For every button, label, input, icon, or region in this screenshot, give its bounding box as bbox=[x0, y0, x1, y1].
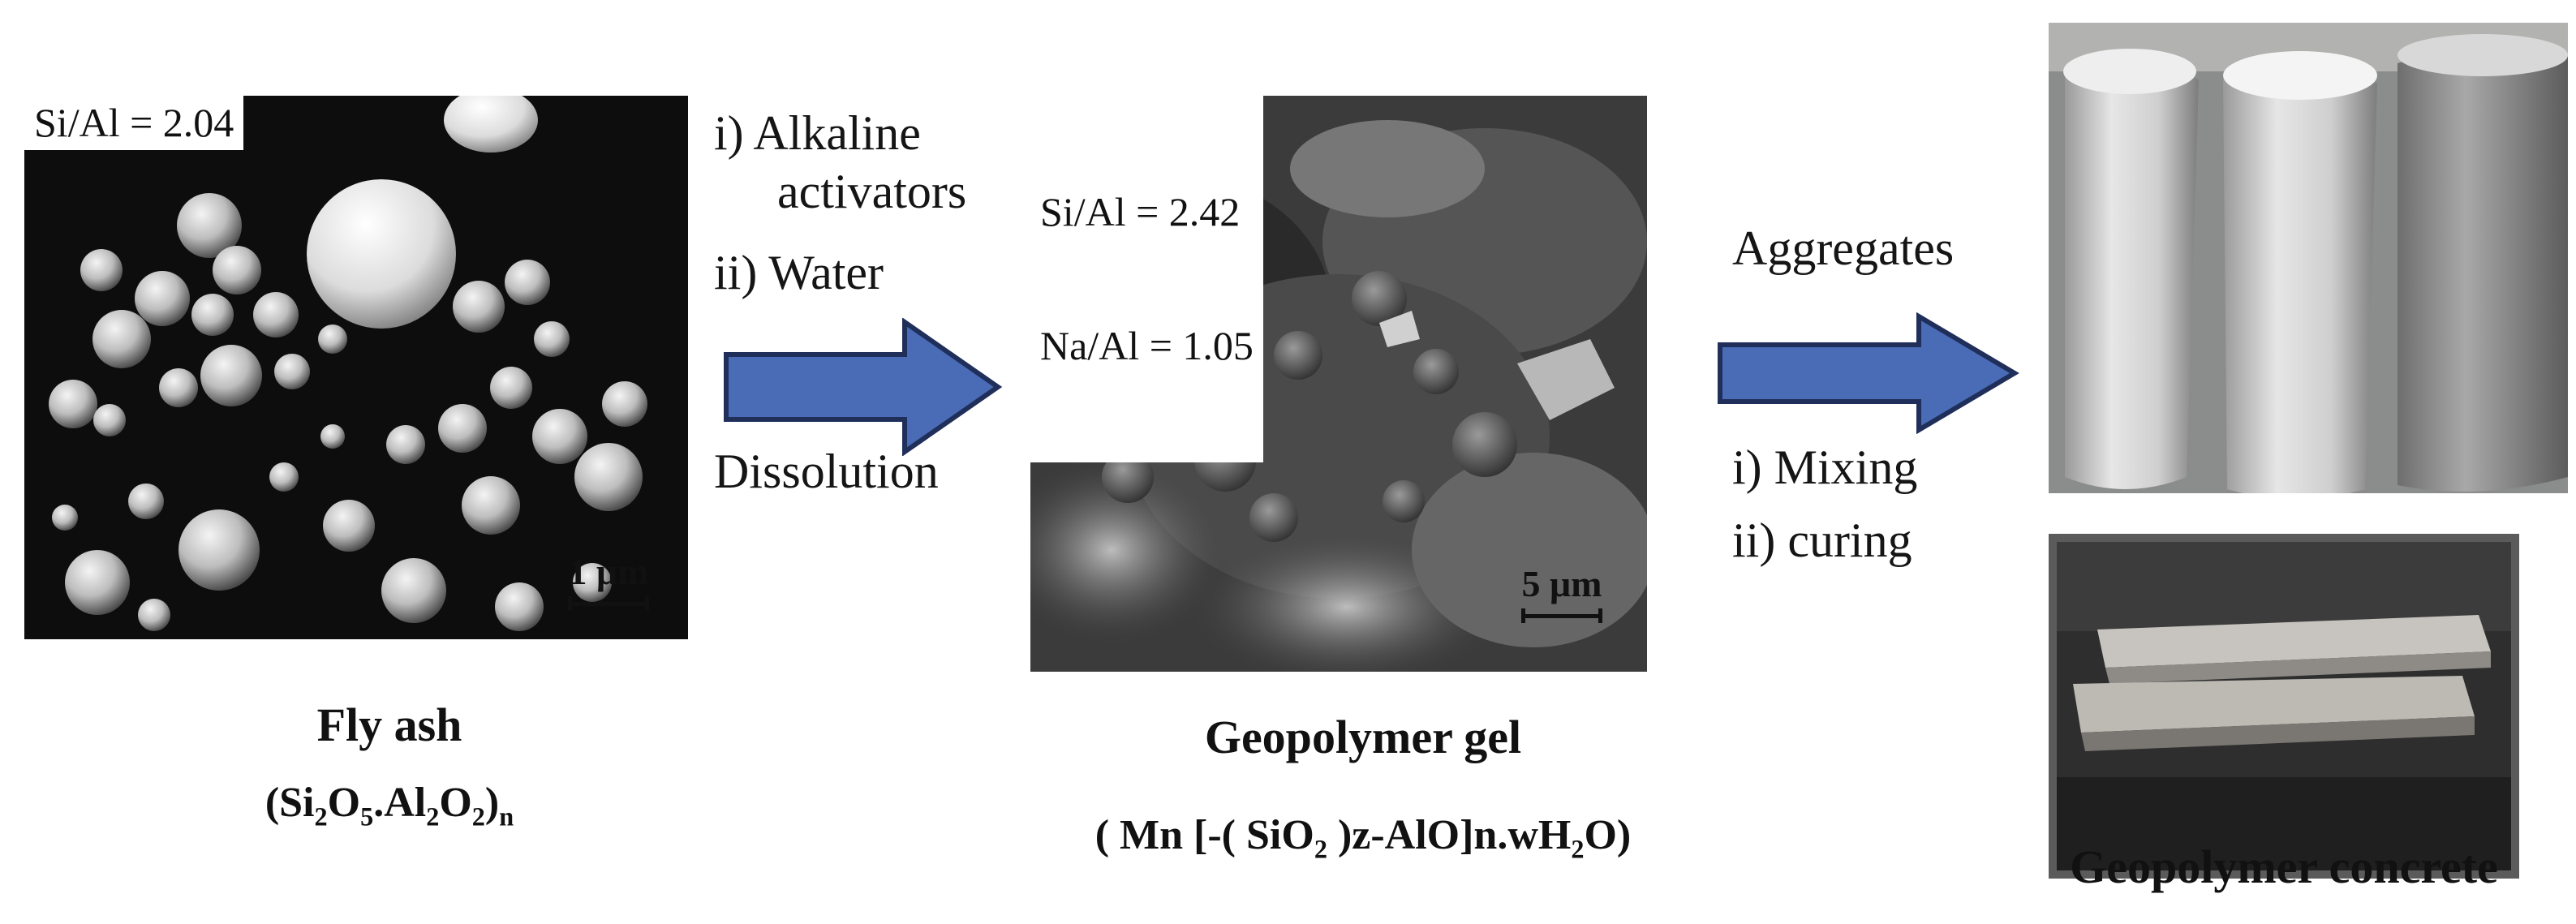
fly-ash-sem-image: Si/Al = 2.04 1 μm bbox=[24, 96, 688, 639]
step1-line-1: i) Alkaline bbox=[714, 106, 921, 160]
step1-line-3: ii) Water bbox=[714, 246, 884, 299]
step2-line-1: i) Mixing bbox=[1732, 441, 1918, 494]
fly-ash-si-al-ratio: Si/Al = 2.04 bbox=[24, 96, 244, 150]
geopolymer-gel-caption: Geopolymer gel bbox=[1204, 711, 1522, 763]
gel-scale-label: 5 μm bbox=[1521, 563, 1602, 604]
fly-ash-scale-label: 1 μm bbox=[568, 551, 649, 592]
geopolymer-gel-sem-image: Si/Al = 2.42 Na/Al = 1.05 5 μm bbox=[1030, 96, 1647, 672]
geopolymer-concrete-caption: Geopolymer concrete bbox=[2070, 840, 2498, 893]
cylinders-graphic bbox=[2049, 23, 2568, 493]
step1-below-label: Dissolution bbox=[714, 445, 939, 498]
scale-bar-icon bbox=[568, 596, 649, 611]
step2-above-label: Aggregates bbox=[1732, 221, 1955, 275]
gel-na-al-ratio: Na/Al = 1.05 bbox=[1040, 323, 1254, 368]
geopolymer-gel-formula: ( Mn [-( SiO2 )z-AlO]n.wH2O) bbox=[1094, 812, 1632, 864]
fly-ash-particles-graphic bbox=[24, 96, 688, 639]
mixing-arrow-icon bbox=[1718, 312, 2019, 434]
beams-graphic bbox=[2049, 534, 2519, 879]
fly-ash-scale-bar: 1 μm bbox=[552, 550, 665, 611]
fly-ash-caption: Fly ash bbox=[316, 698, 462, 751]
scale-bar-icon bbox=[1521, 608, 1602, 623]
step2-line-2: ii) curing bbox=[1732, 514, 1912, 567]
gel-si-al-ratio: Si/Al = 2.42 bbox=[1040, 189, 1241, 234]
gel-scale-bar: 5 μm bbox=[1501, 562, 1623, 623]
concrete-cylinders-photo bbox=[2049, 23, 2568, 493]
step1-line-2: activators bbox=[777, 165, 967, 218]
fly-ash-formula: (Si2O5.Al2O2)n bbox=[264, 780, 514, 832]
gel-ratio-labels: Si/Al = 2.42 Na/Al = 1.05 bbox=[1030, 96, 1263, 462]
concrete-beams-photo bbox=[2049, 534, 2519, 879]
dissolution-arrow-icon bbox=[724, 318, 1003, 456]
